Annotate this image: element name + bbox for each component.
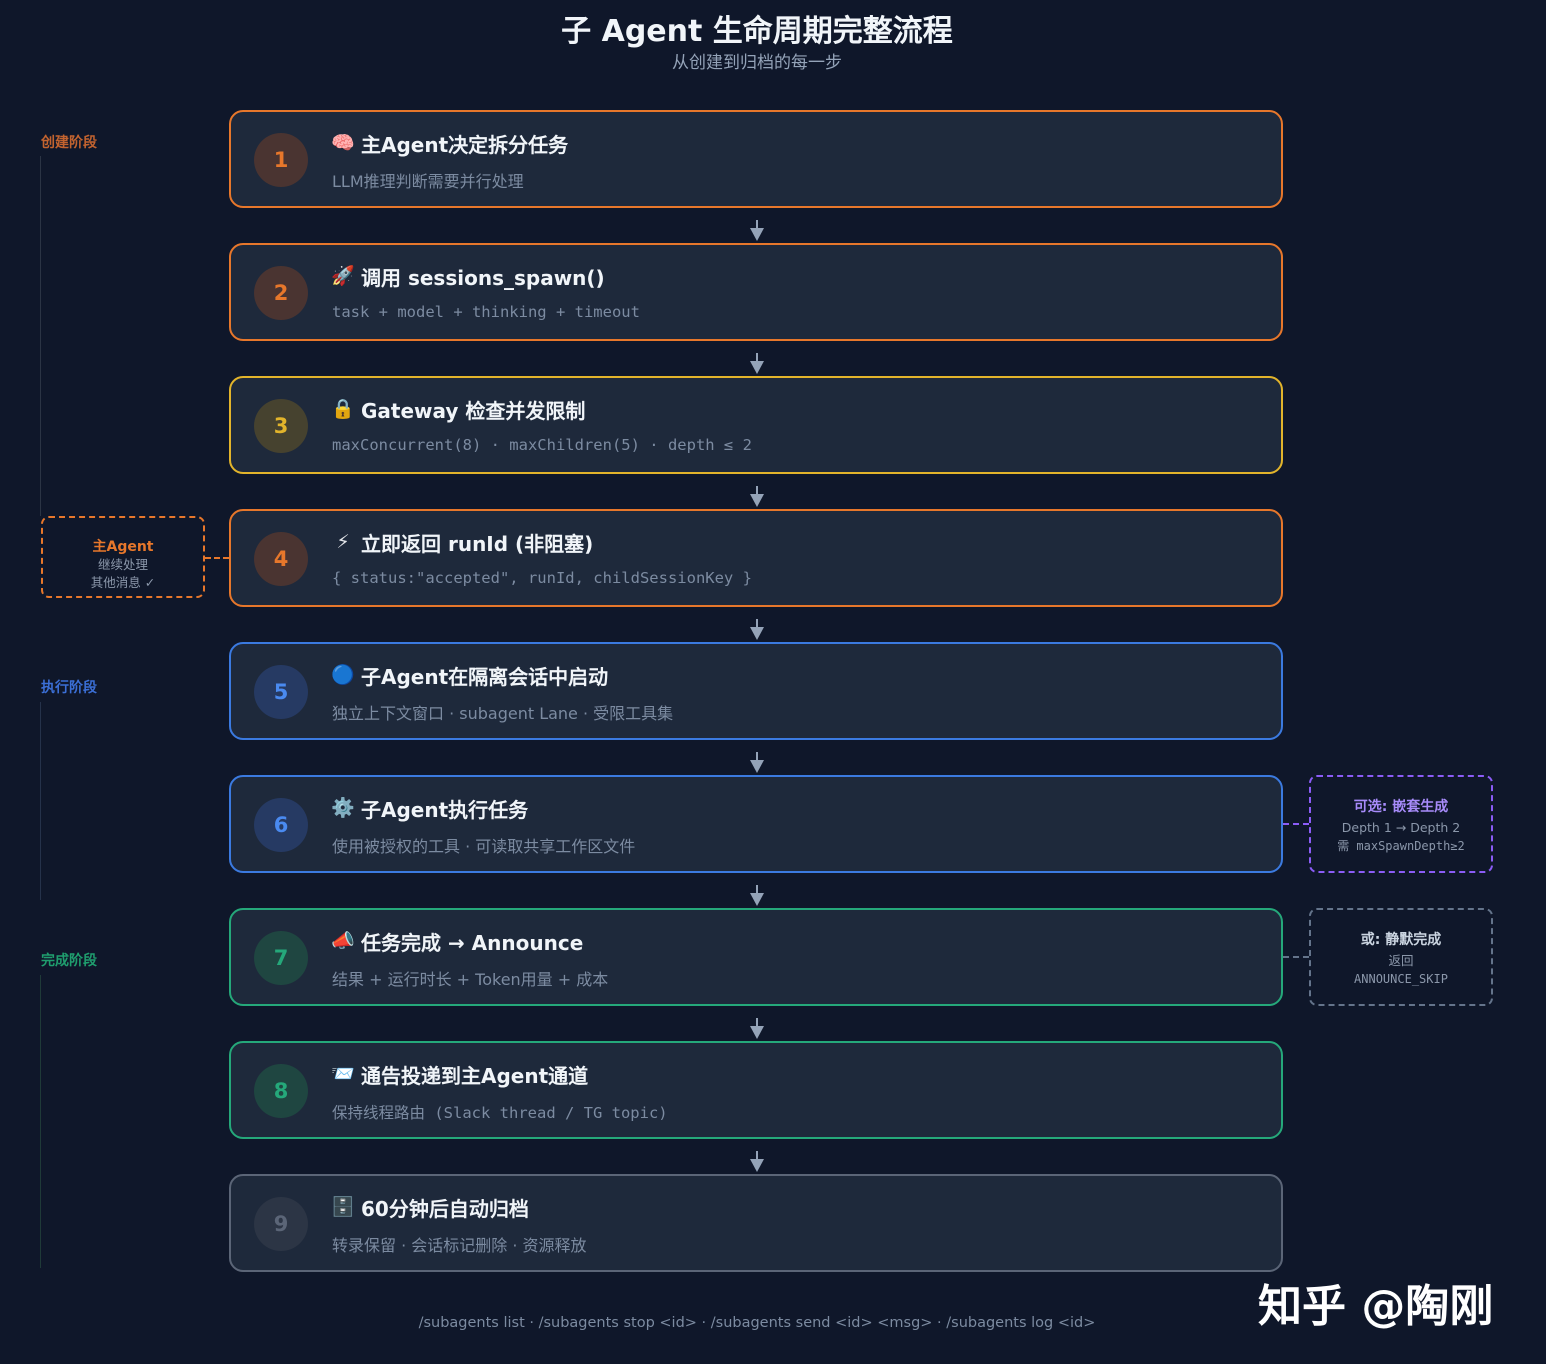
phase-line-complete (40, 975, 41, 1268)
step-description: maxConcurrent(8) · maxChildren(5) · dept… (332, 436, 752, 454)
phase-label-execute: 执行阶段 (41, 680, 97, 696)
step-number-badge: 2 (254, 266, 308, 320)
lock-icon: 🔒 (331, 398, 355, 420)
connector-dashed (1283, 823, 1309, 825)
note-line: 其他消息 ✓ (90, 575, 156, 590)
step-7: 7 📣 任务完成 → Announce 结果 + 运行时长 + Token用量 … (229, 908, 1283, 1006)
step-description: task + model + thinking + timeout (332, 303, 640, 321)
step-title: 立即返回 runId (非阻塞) (361, 532, 594, 556)
step-6: 6 ⚙️ 子Agent执行任务 使用被授权的工具 · 可读取共享工作区文件 (229, 775, 1283, 873)
step-title: 通告投递到主Agent通道 (361, 1064, 589, 1088)
step-title: 60分钟后自动归档 (361, 1197, 529, 1221)
nested-spawn-note: 可选: 嵌套生成 Depth 1 → Depth 2 需 maxSpawnDep… (1309, 775, 1493, 873)
watermark: 知乎 @陶刚 (1258, 1281, 1494, 1332)
step-description: LLM推理判断需要并行处理 (332, 172, 524, 191)
connector-dashed (205, 557, 229, 559)
megaphone-icon: 📣 (331, 930, 355, 952)
step-number-badge: 5 (254, 665, 308, 719)
step-title: 调用 sessions_spawn() (361, 266, 605, 290)
envelope-icon: 📨 (331, 1063, 355, 1085)
step-1: 1 🧠 主Agent决定拆分任务 LLM推理判断需要并行处理 (229, 110, 1283, 208)
step-description: 独立上下文窗口 · subagent Lane · 受限工具集 (332, 704, 674, 723)
step-description: 结果 + 运行时长 + Token用量 + 成本 (332, 970, 609, 989)
silent-complete-note: 或: 静默完成 返回 ANNOUNCE_SKIP (1309, 908, 1493, 1006)
arrow-down-icon (750, 619, 764, 640)
step-number-badge: 4 (254, 532, 308, 586)
arrow-down-icon (750, 486, 764, 507)
brain-icon: 🧠 (331, 132, 355, 154)
note-line: 返回 (1388, 953, 1414, 968)
step-description: { status:"accepted", runId, childSession… (332, 569, 752, 587)
step-title: Gateway 检查并发限制 (361, 399, 586, 423)
lightning-icon: ⚡ (336, 531, 350, 553)
step-description: 保持线程路由 (Slack thread / TG topic) (332, 1104, 668, 1122)
file-cabinet-icon: 🗄️ (331, 1196, 355, 1218)
connector-dashed (1283, 956, 1309, 958)
step-title: 主Agent决定拆分任务 (361, 133, 569, 157)
page-title: 子 Agent 生命周期完整流程 (561, 14, 953, 49)
note-line: 需 maxSpawnDepth≥2 (1337, 839, 1465, 853)
step-3: 3 🔒 Gateway 检查并发限制 maxConcurrent(8) · ma… (229, 376, 1283, 474)
arrow-down-icon (750, 885, 764, 906)
arrow-down-icon (750, 1018, 764, 1039)
gear-icon: ⚙️ (331, 797, 355, 819)
note-title: 主Agent (92, 539, 154, 555)
footer-commands: /subagents list · /subagents stop <id> ·… (418, 1315, 1096, 1331)
note-line: Depth 1 → Depth 2 (1341, 820, 1461, 835)
step-4: 4 ⚡ 立即返回 runId (非阻塞) { status:"accepted"… (229, 509, 1283, 607)
arrow-down-icon (750, 1151, 764, 1172)
step-title: 子Agent执行任务 (361, 798, 529, 822)
page-subtitle: 从创建到归档的每一步 (672, 53, 842, 73)
note-line: 继续处理 (97, 557, 148, 572)
step-5: 5 🔵 子Agent在隔离会话中启动 独立上下文窗口 · subagent La… (229, 642, 1283, 740)
phase-label-create: 创建阶段 (41, 135, 97, 151)
note-line: ANNOUNCE_SKIP (1354, 972, 1448, 986)
step-number-badge: 1 (254, 133, 308, 187)
phase-line-execute (40, 702, 41, 900)
arrow-down-icon (750, 752, 764, 773)
step-2: 2 🚀 调用 sessions_spawn() task + model + t… (229, 243, 1283, 341)
step-8: 8 📨 通告投递到主Agent通道 保持线程路由 (Slack thread /… (229, 1041, 1283, 1139)
step-9: 9 🗄️ 60分钟后自动归档 转录保留 · 会话标记删除 · 资源释放 (229, 1174, 1283, 1272)
phase-label-complete: 完成阶段 (41, 953, 97, 969)
arrow-down-icon (750, 220, 764, 241)
note-title: 或: 静默完成 (1360, 932, 1442, 948)
note-title: 可选: 嵌套生成 (1353, 799, 1449, 815)
step-description: 转录保留 · 会话标记删除 · 资源释放 (332, 1236, 587, 1255)
step-number-badge: 7 (254, 931, 308, 985)
phase-line-create (40, 156, 41, 516)
step-description: 使用被授权的工具 · 可读取共享工作区文件 (332, 837, 636, 856)
blue-circle-icon: 🔵 (331, 664, 355, 686)
step-title: 子Agent在隔离会话中启动 (361, 665, 609, 689)
step-number-badge: 6 (254, 798, 308, 852)
main-agent-note: 主Agent 继续处理 其他消息 ✓ (41, 516, 205, 598)
step-number-badge: 8 (254, 1064, 308, 1118)
step-title: 任务完成 → Announce (361, 931, 584, 955)
step-number-badge: 9 (254, 1197, 308, 1251)
arrow-down-icon (750, 353, 764, 374)
step-number-badge: 3 (254, 399, 308, 453)
rocket-icon: 🚀 (331, 265, 355, 287)
